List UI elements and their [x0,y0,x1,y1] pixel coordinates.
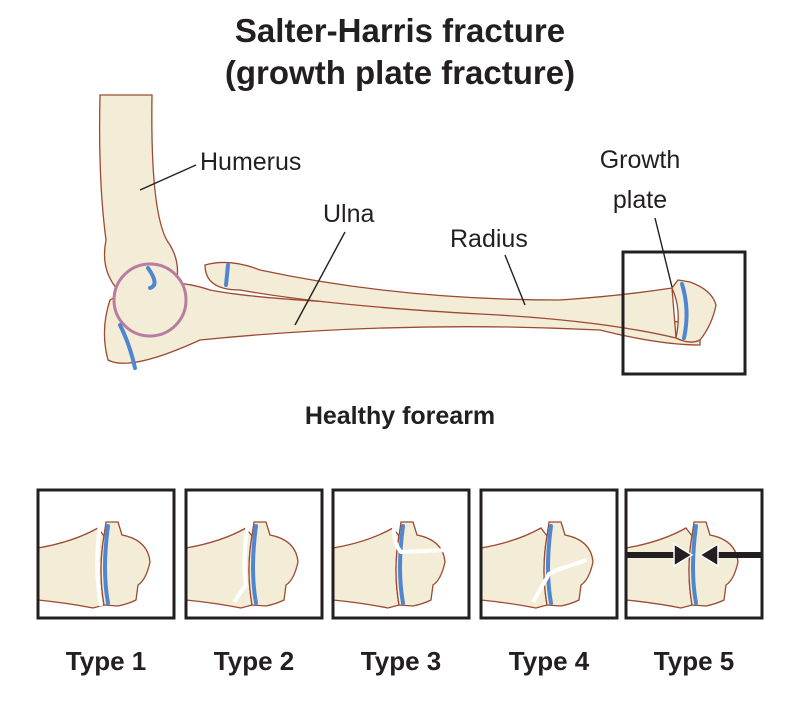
radius-label: Radius [450,225,528,253]
type-2-label: Type 2 [214,646,294,676]
compression-arrow-left-icon [626,542,694,568]
ulna-bone [103,282,701,364]
type-4-panel [479,488,619,620]
type-5-label: Type 5 [654,646,734,676]
title-line-1: Salter-Harris fracture [235,12,565,49]
growth-plate-label-1: Growth [600,146,681,174]
ulna-label: Ulna [323,200,375,228]
type-4-label: Type 4 [509,646,590,676]
growth-plate-wrist [680,282,689,340]
type-3-panel [331,488,471,620]
title-line-2: (growth plate fracture) [225,54,575,91]
healthy-forearm-caption: Healthy forearm [305,402,495,430]
growth-plate-leader [654,217,673,288]
type-1-panel [36,488,176,620]
growth-plate-radius-head [224,263,230,287]
growth-plate-highlight-box [621,250,747,376]
humerus-label: Humerus [200,148,301,176]
compression-arrow-right-icon [698,542,762,568]
type-1-label: Type 1 [66,646,146,676]
ulna-leader [294,231,346,326]
type-2-panel [184,488,324,620]
type-3-label: Type 3 [361,646,441,676]
growth-plate-label-2: plate [613,186,667,214]
forearm-illustration [98,94,747,376]
humerus-leader [139,164,197,191]
type-5-panel [624,488,764,620]
radius-head [671,279,717,343]
elbow-joint [112,262,188,338]
radius-leader [504,254,526,306]
